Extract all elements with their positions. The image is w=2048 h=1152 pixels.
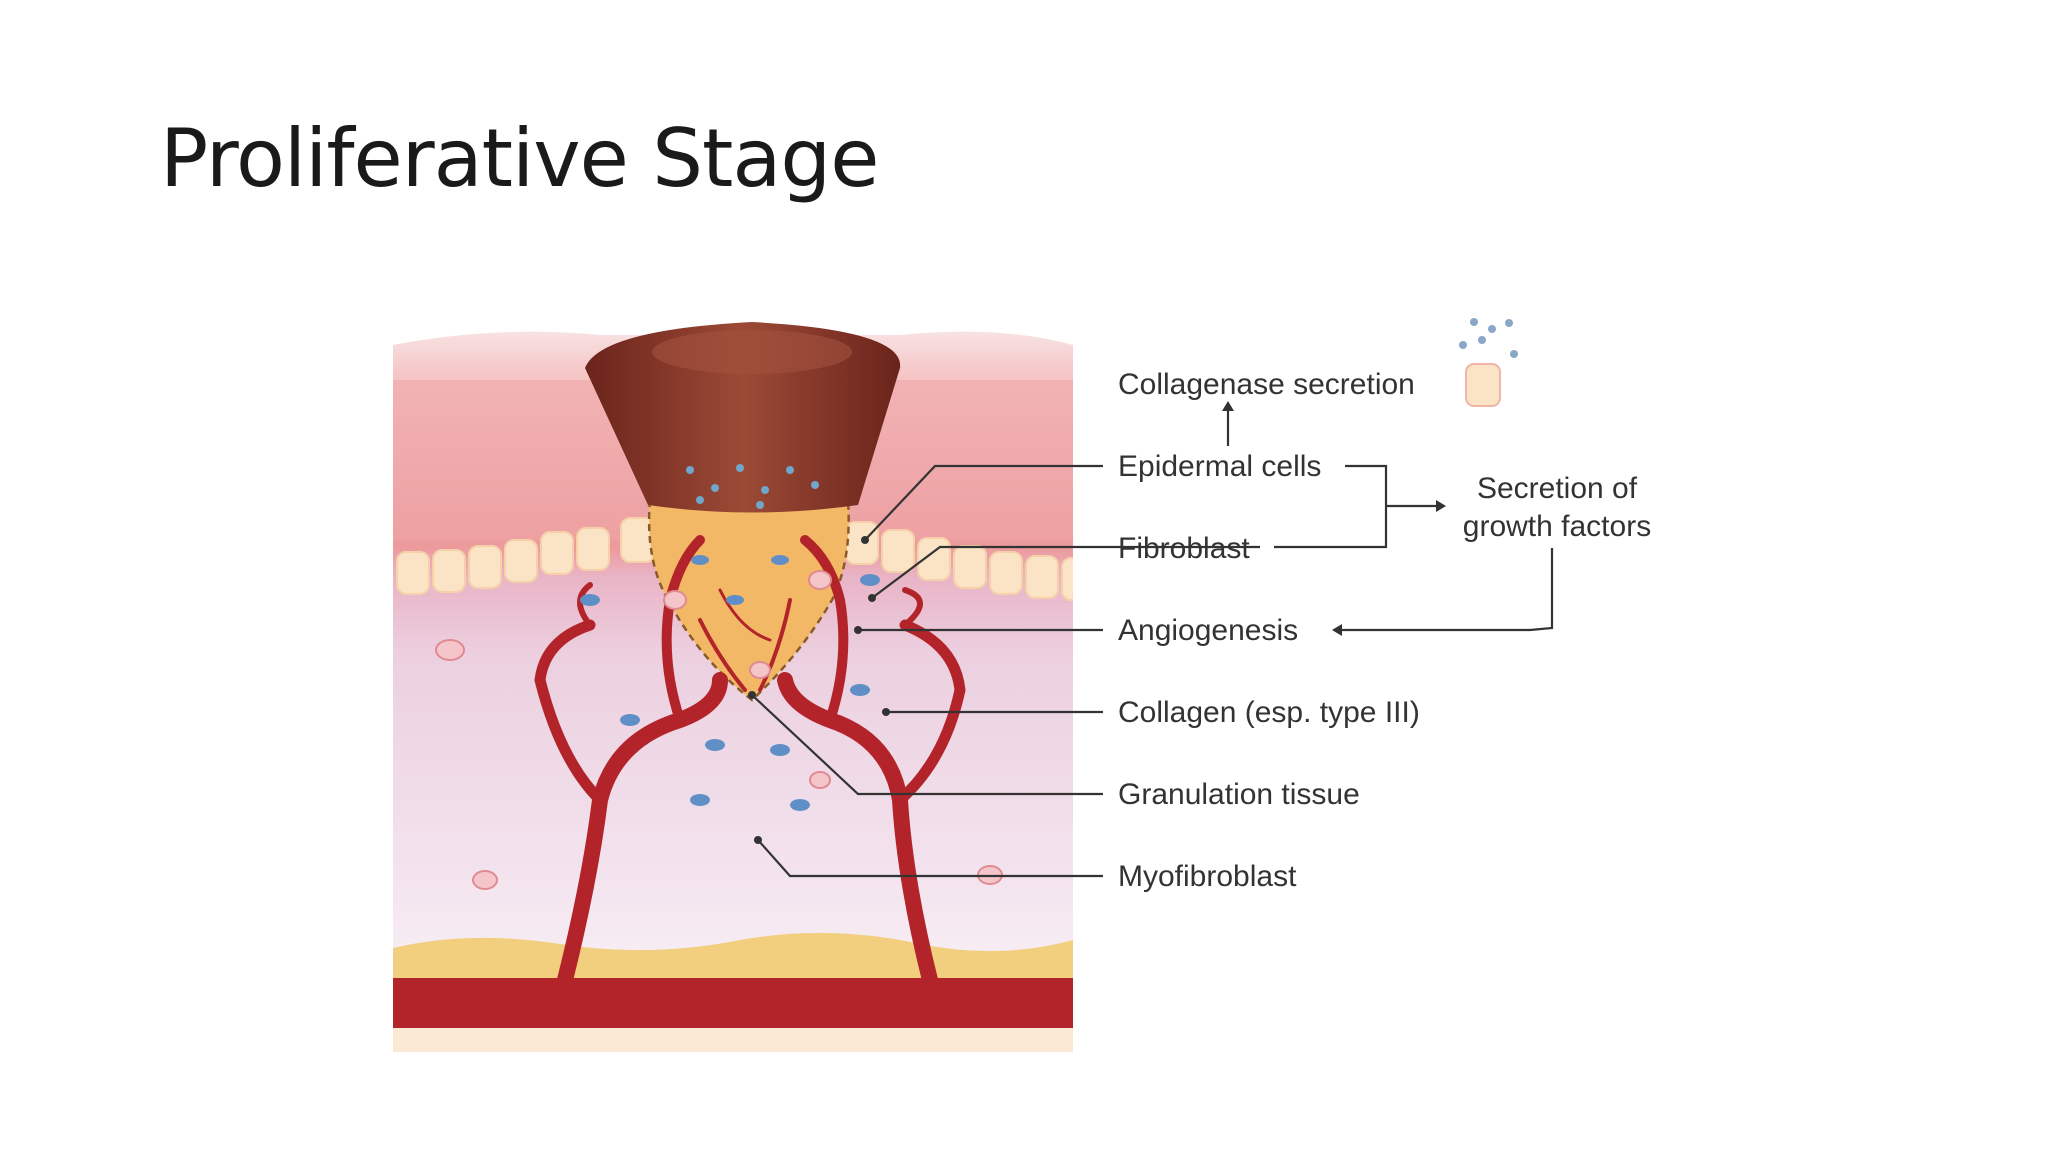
label-secretion-line1: Secretion of [1477,472,1638,505]
scab [585,322,901,513]
skin-cross-section [393,322,1073,1052]
label-collagen: Collagen (esp. type III) [1118,696,1420,729]
pink-cells [435,570,1003,890]
label-secretion-line2: growth factors [1463,510,1651,543]
slide-title: Proliferative Stage [160,112,879,205]
label-collagenase-secretion: Collagenase secretion [1118,368,1415,401]
leader-lines [748,401,1554,878]
base-layer [393,1028,1073,1052]
label-epidermal-cells: Epidermal cells [1118,450,1321,483]
secreted-particles [686,464,819,509]
scab-top [652,330,852,374]
granulation-tissue [647,498,850,702]
label-angiogenesis: Angiogenesis [1118,614,1298,647]
label-myofibroblast: Myofibroblast [1118,860,1297,893]
main-blood-vessel [393,978,1073,1028]
label-granulation-tissue: Granulation tissue [1118,778,1360,811]
fibroblast-cells [580,555,880,811]
epidermal-cell-icon [1459,318,1518,407]
epidermal-cell-row [396,517,1073,601]
label-fibroblast: Fibroblast [1118,532,1250,565]
